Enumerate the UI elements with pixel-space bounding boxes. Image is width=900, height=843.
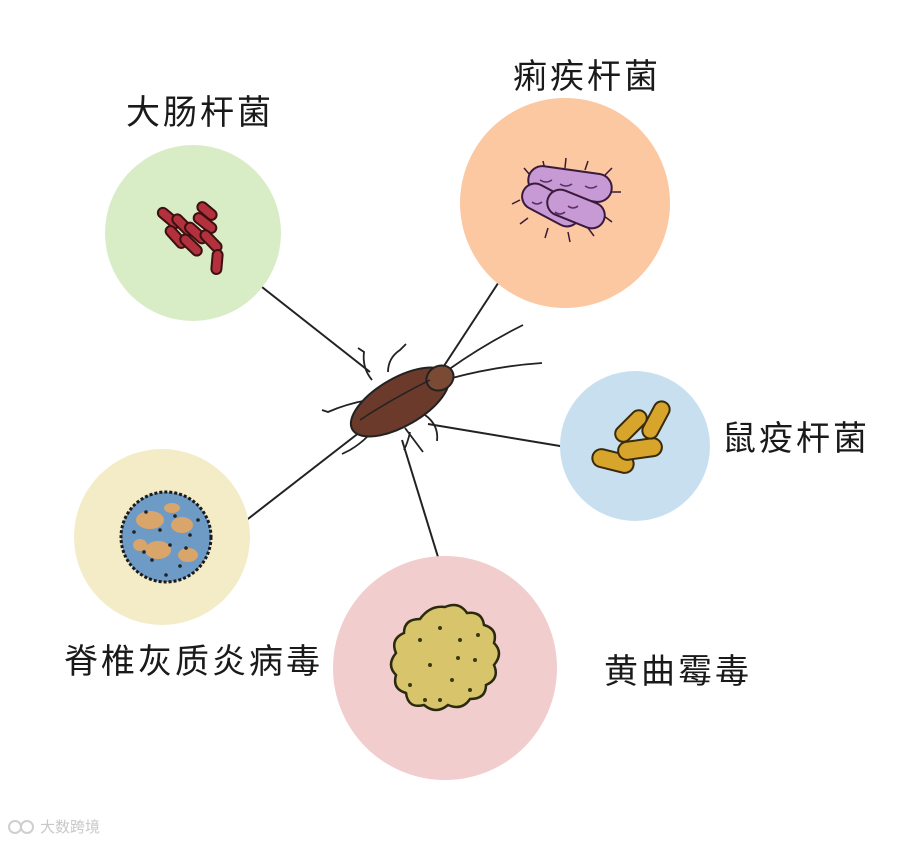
polio-virus-icon xyxy=(119,490,213,584)
label-shigella: 痢疾杆菌 xyxy=(513,57,661,97)
shigella-bacteria-icon xyxy=(511,157,621,243)
label-aflatoxin: 黄曲霉毒 xyxy=(604,652,752,692)
aflatoxin-mold-icon xyxy=(389,603,501,712)
connector-ecoli xyxy=(252,279,371,373)
plague-bacteria-icon xyxy=(591,400,671,474)
label-polio: 脊椎灰质炎病毒 xyxy=(64,642,323,682)
watermark: 大数跨境 xyxy=(8,816,100,837)
label-plague: 鼠疫杆菌 xyxy=(722,419,870,459)
connector-lines xyxy=(243,267,573,558)
cockroach-icon xyxy=(321,324,543,455)
watermark-text: 大数跨境 xyxy=(40,818,101,836)
connector-polio xyxy=(243,431,361,523)
label-ecoli: 大肠杆菌 xyxy=(126,93,274,133)
connector-plague xyxy=(427,423,573,449)
ecoli-bacteria-icon xyxy=(156,201,224,275)
watermark-logo-icon xyxy=(8,819,34,834)
connector-shigella xyxy=(439,267,509,373)
connector-aflatoxin xyxy=(401,439,439,558)
